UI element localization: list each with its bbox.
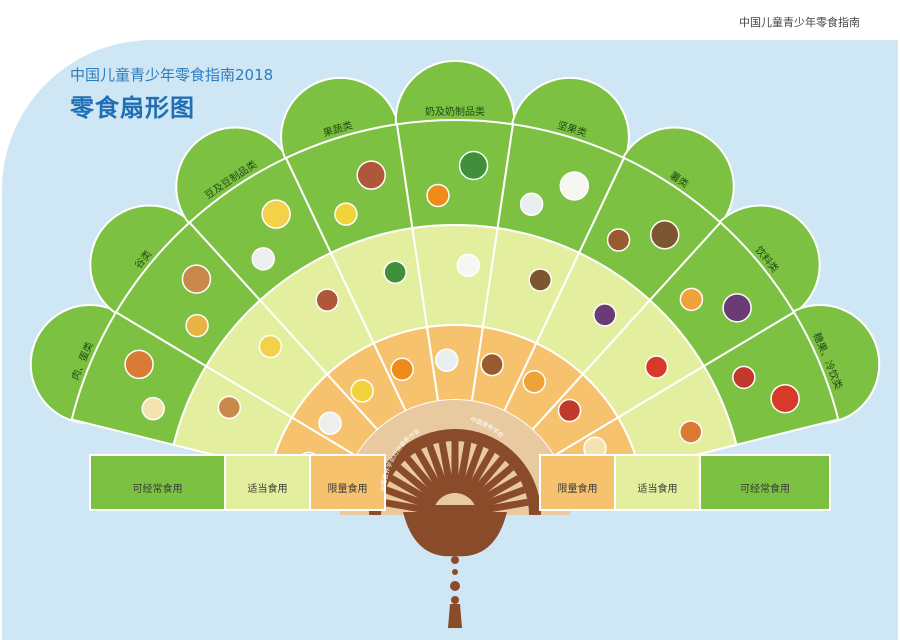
band-limited	[309, 454, 386, 511]
poster-subtitle: 中国儿童青少年零食指南2018	[70, 66, 274, 84]
shrimp-icon	[124, 349, 154, 380]
milk-icon	[559, 171, 590, 201]
cucumber-icon	[383, 260, 407, 285]
fan-rib	[466, 456, 506, 501]
banana-icon	[334, 202, 358, 226]
band-label-limited: 限量食用	[558, 482, 598, 495]
chestnut-icon	[480, 352, 504, 377]
shrimp-icon	[679, 420, 703, 444]
fan-blade: 肉、蛋类	[68, 310, 358, 489]
soymilk-icon	[318, 411, 342, 436]
fan-rib	[414, 449, 448, 498]
fan-rib	[469, 464, 514, 504]
sweet-potato-icon	[722, 293, 752, 323]
band-label-limited: 限量食用	[328, 482, 368, 495]
fan-blade: 糖果、冷饮类	[552, 310, 845, 489]
soymilk-icon	[251, 247, 275, 271]
tomato-icon	[644, 355, 669, 379]
peanut-icon	[315, 288, 339, 312]
orange-icon	[390, 357, 414, 382]
band-moderate	[614, 454, 701, 511]
corn-icon	[258, 334, 283, 359]
yogurt-icon	[519, 192, 544, 217]
fan-blade: 薯类	[502, 156, 722, 432]
orange-icon	[426, 183, 450, 208]
band-label-moderate: 适当食用	[248, 482, 288, 495]
milk-icon	[456, 253, 481, 278]
band-label-moderate: 适当食用	[638, 482, 678, 495]
cucumber-icon	[458, 150, 489, 181]
header-guide-name: 中国儿童青少年零食指南	[739, 16, 860, 29]
fan-rib	[472, 474, 521, 508]
juice-icon	[522, 370, 546, 394]
fan-rib	[462, 449, 496, 498]
corn-icon	[261, 199, 291, 229]
tomato-icon	[770, 383, 800, 414]
fan-handle	[403, 505, 507, 628]
blade-frequent-zone	[395, 118, 515, 230]
cereal-icon	[181, 264, 212, 294]
fan-blade: 奶及奶制品类	[395, 105, 515, 403]
juice-icon	[679, 287, 704, 312]
band-label-frequent: 可经常食用	[133, 482, 183, 495]
band-frequent	[89, 454, 226, 511]
fan-blade: 谷类	[114, 221, 380, 458]
sweet-potato-icon	[593, 303, 617, 327]
cereal-icon	[217, 395, 242, 420]
fan-rib	[438, 441, 455, 494]
fan-rib	[404, 456, 444, 501]
band-limited	[539, 454, 616, 511]
fan-blade: 果蔬类	[284, 118, 440, 413]
bread-icon	[185, 313, 209, 338]
peanut-icon	[356, 160, 386, 190]
fan-rib	[396, 464, 441, 504]
fan-rib	[455, 441, 472, 494]
chestnut-icon	[606, 228, 631, 252]
fan-rib	[474, 486, 526, 511]
band-moderate	[224, 454, 311, 511]
poster-title: 零食扇形图	[70, 94, 195, 122]
yogurt-icon	[435, 348, 459, 372]
walnut-icon	[649, 220, 680, 250]
fan-rib	[426, 444, 451, 496]
band-frequent	[699, 454, 831, 511]
banana-icon	[350, 379, 374, 403]
candy-icon	[732, 365, 756, 390]
walnut-icon	[528, 268, 552, 292]
egg-icon	[141, 396, 165, 421]
band-label-frequent: 可经常食用	[740, 482, 790, 495]
fan-rib	[384, 486, 436, 511]
category-label: 奶及奶制品类	[425, 105, 485, 118]
fan-rib	[459, 444, 484, 496]
candy-icon	[557, 398, 582, 423]
fan-rib	[389, 474, 438, 508]
